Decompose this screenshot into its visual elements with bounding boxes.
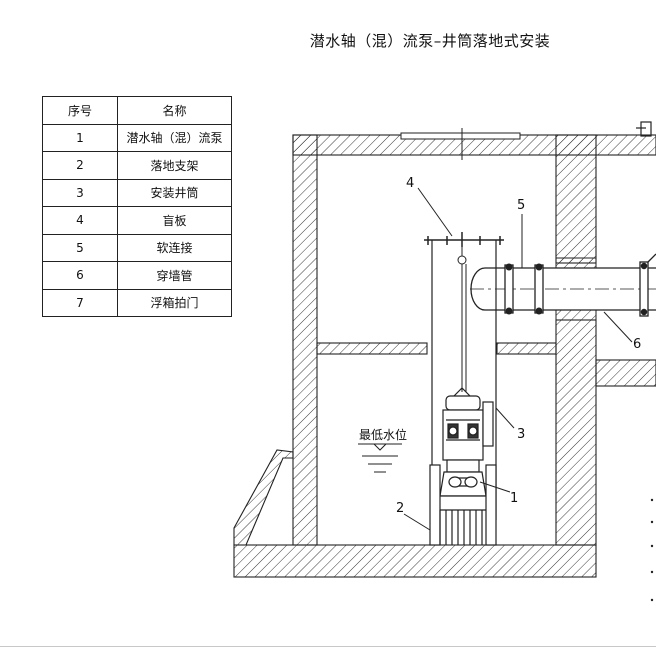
row-number: 4 bbox=[42, 206, 118, 235]
callout-4: 4 bbox=[406, 176, 414, 191]
row-number: 3 bbox=[42, 178, 118, 207]
row-number: 6 bbox=[42, 261, 118, 290]
flexible-connection bbox=[504, 263, 544, 315]
submersible-pump bbox=[430, 387, 496, 511]
right-chamber-floor bbox=[595, 359, 656, 387]
leader-lines bbox=[403, 187, 633, 531]
drawing-title: 潜水轴（混）流泵–井筒落地式安装 bbox=[309, 32, 551, 50]
header-number: 序号 bbox=[42, 96, 118, 125]
left-wall bbox=[292, 134, 318, 546]
callout-1: 1 bbox=[510, 491, 518, 506]
table-header-row: 序号 名称 bbox=[42, 96, 232, 125]
wall-sleeve bbox=[555, 257, 597, 321]
row-number: 5 bbox=[42, 233, 118, 262]
middle-floor-left bbox=[316, 342, 428, 355]
left-wing bbox=[233, 449, 294, 546]
lifting-cable bbox=[457, 244, 467, 392]
middle-wall-lower bbox=[555, 319, 597, 546]
row-name: 浮箱拍门 bbox=[117, 288, 232, 317]
row-number: 2 bbox=[42, 151, 118, 180]
bottom-slab bbox=[233, 544, 597, 578]
edge-marks bbox=[650, 498, 654, 602]
blind-flange bbox=[424, 232, 504, 247]
header-name: 名称 bbox=[117, 96, 232, 125]
callout-5: 5 bbox=[517, 198, 525, 213]
callout-6: 6 bbox=[633, 337, 641, 352]
row-number: 1 bbox=[42, 123, 118, 152]
callout-3: 3 bbox=[517, 427, 525, 442]
middle-floor-right bbox=[496, 342, 557, 355]
concrete-structure bbox=[233, 134, 656, 578]
row-name: 安装井筒 bbox=[117, 178, 232, 207]
row-name: 落地支架 bbox=[117, 151, 232, 180]
access-opening bbox=[400, 132, 521, 140]
bottom-rule bbox=[0, 646, 656, 647]
flap-gate-flange bbox=[639, 253, 656, 317]
water-level-symbol bbox=[358, 443, 402, 473]
callout-2: 2 bbox=[396, 501, 404, 516]
water-level-label: 最低水位 bbox=[359, 427, 407, 442]
floor-support bbox=[429, 464, 497, 546]
vent-pipe bbox=[636, 121, 652, 137]
row-name: 盲板 bbox=[117, 206, 232, 235]
middle-wall-upper bbox=[555, 134, 597, 264]
row-number: 7 bbox=[42, 288, 118, 317]
row-name: 潜水轴（混）流泵 bbox=[117, 123, 232, 152]
